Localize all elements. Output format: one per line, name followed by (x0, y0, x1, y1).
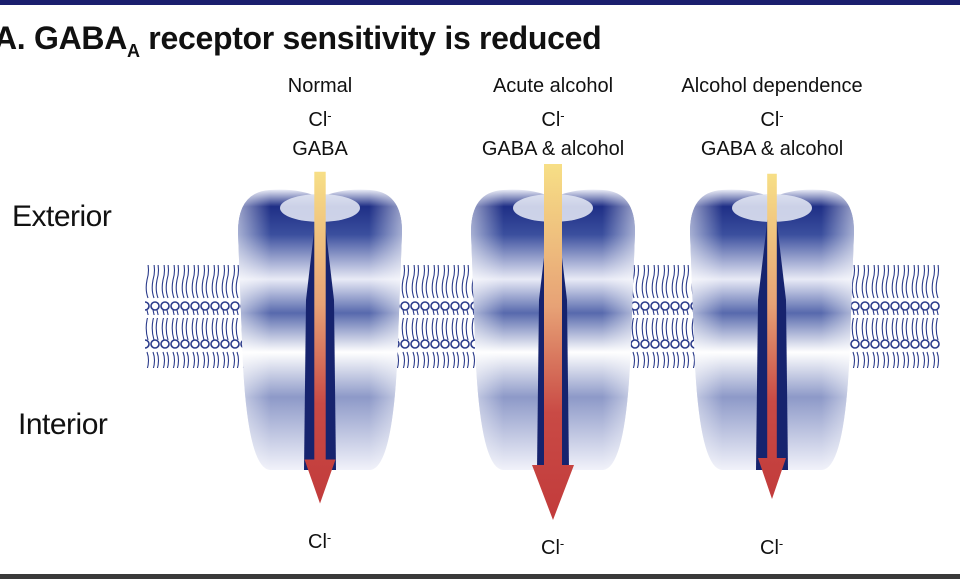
ion-label-bottom-1: Cl- (308, 530, 331, 554)
top-border (0, 0, 960, 5)
ion-label-bottom-charge: - (559, 536, 565, 551)
receptor-channel-3 (690, 173, 854, 500)
ion-label-bottom-base: Cl (308, 531, 327, 553)
membrane-segment-2-bottom (390, 318, 475, 368)
ion-label-top: Cl- (190, 101, 450, 135)
ion-label-bottom-charge: - (778, 536, 784, 551)
title-subscript: A (127, 41, 140, 61)
membrane-segment-4-top (840, 265, 940, 315)
title-suffix: receptor sensitivity is reduced (139, 20, 602, 56)
ion-label-top-base: Cl (308, 109, 328, 131)
chloride-flux-arrow (758, 173, 786, 500)
ion-label-top: Cl- (642, 101, 902, 135)
ion-label-top-charge: - (779, 108, 784, 123)
receptor-channel-2 (471, 164, 635, 520)
interior-label: Interior (18, 408, 108, 441)
membrane-segment-3-top (620, 265, 705, 315)
lipid-bilayer (145, 265, 940, 368)
ion-label-top-charge: - (560, 108, 565, 123)
exterior-label: Exterior (12, 200, 112, 233)
chloride-flux-arrow (304, 171, 336, 504)
membrane-segment-4-bottom (840, 318, 940, 368)
ion-label-top: Cl- (423, 101, 683, 135)
condition-label: Alcohol dependence (681, 75, 863, 97)
condition-label: Acute alcohol (492, 75, 614, 97)
membrane-segment-2-top (390, 265, 475, 315)
receptor-channel-1 (238, 171, 402, 504)
ion-label-bottom-base: Cl (541, 537, 560, 559)
membrane-segment-1-top (145, 265, 250, 315)
title-prefix: A. GABA (0, 20, 128, 56)
agonist-label: GABA & alcohol (700, 138, 844, 160)
membrane-segment-1-bottom (145, 318, 250, 368)
ion-label-top-charge: - (327, 108, 332, 123)
ion-label-top-base: Cl (760, 109, 780, 131)
agonist-label: GABA (292, 138, 348, 160)
ion-label-bottom-3: Cl- (760, 536, 783, 560)
ion-label-bottom-base: Cl (760, 537, 779, 559)
ion-label-bottom-2: Cl- (541, 536, 564, 560)
chloride-flux-arrow (532, 164, 574, 520)
bottom-border (0, 574, 960, 579)
agonist-label: GABA & alcohol (481, 138, 625, 160)
membrane-segment-3-bottom (620, 318, 705, 368)
condition-label: Normal (287, 75, 353, 97)
ion-label-top-base: Cl (541, 109, 561, 131)
ion-label-bottom-charge: - (326, 530, 332, 545)
figure-title: A. GABAA receptor sensitivity is reduced (0, 20, 602, 62)
